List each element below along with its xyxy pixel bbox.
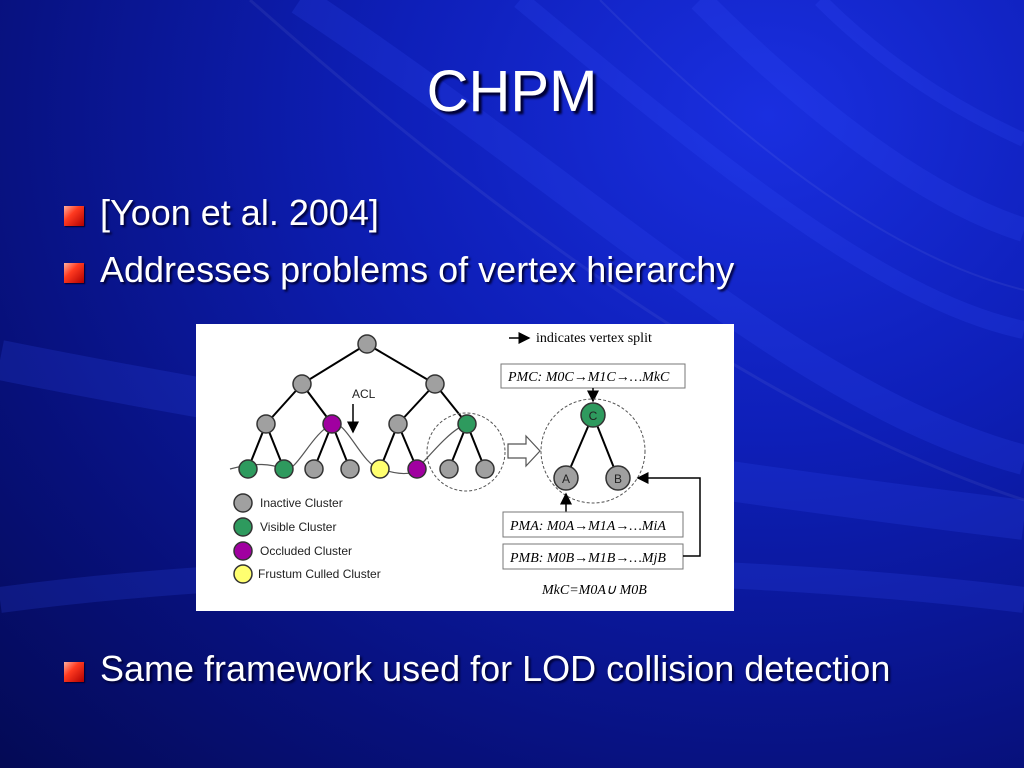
legend-label: Frustum Culled Cluster	[258, 567, 381, 581]
legend-label: Occluded Cluster	[260, 544, 352, 558]
node-a-label: A	[562, 472, 570, 486]
legend-swatch	[233, 564, 253, 584]
tree-node	[292, 374, 312, 394]
tree-node	[457, 414, 477, 434]
tree-node	[340, 459, 360, 479]
cluster-circle	[540, 398, 646, 504]
chpm-diagram: ACL Inactive Cluster Visib	[229, 331, 701, 598]
chpm-figure: ACL Inactive Cluster Visib	[196, 324, 734, 611]
tree-node	[388, 414, 408, 434]
legend-swatch	[233, 517, 253, 537]
tree-node	[425, 374, 445, 394]
slide-title: CHPM	[426, 59, 598, 124]
tree-node	[274, 459, 294, 479]
node-a	[553, 465, 579, 491]
bullet-square-icon	[64, 206, 84, 226]
pm-a-box	[502, 511, 684, 538]
legend-swatch	[233, 493, 253, 513]
tree-node	[407, 459, 427, 479]
selected-subtree-circle	[426, 412, 506, 492]
pm-b-connector-arrow-icon	[636, 472, 701, 557]
legend: Inactive Cluster Visible Cluster Occlude…	[233, 493, 381, 584]
pm-b-box	[502, 543, 684, 570]
acl-label: ACL	[352, 387, 376, 401]
pm-c-formula: PMC: M0C→M1C→…MkC	[507, 370, 670, 385]
node-c-label: C	[589, 409, 598, 423]
bullet-text: [Yoon et al. 2004]	[100, 192, 379, 233]
tree-node	[475, 459, 495, 479]
pm-b-formula: PMB: M0B→M1B→…MjB	[509, 551, 666, 566]
tree-node	[357, 334, 377, 354]
legend-swatch	[233, 541, 253, 561]
split-legend-label: indicates vertex split	[536, 331, 652, 346]
node-c	[580, 402, 606, 428]
legend-label: Inactive Cluster	[260, 496, 343, 510]
tree-node	[256, 414, 276, 434]
node-b-label: B	[614, 472, 622, 486]
bullet-text: Addresses problems of vertex hierarchy	[100, 249, 735, 290]
tree-node	[304, 459, 324, 479]
bullet-square-icon	[64, 263, 84, 283]
tree-node	[322, 414, 342, 434]
tree-edges	[247, 343, 486, 470]
tree-node	[439, 459, 459, 479]
tree-nodes	[238, 334, 495, 479]
pm-a-formula: PMA: M0A→M1A→…MiA	[509, 519, 666, 534]
tree-node	[238, 459, 258, 479]
bullet-text: Same framework used for LOD collision de…	[100, 648, 891, 689]
pm-c-box	[500, 363, 686, 389]
tree-node	[370, 459, 390, 479]
node-b	[605, 465, 631, 491]
transition-arrow-icon	[507, 434, 541, 468]
union-formula: MkC=M0A∪ M0B	[541, 583, 647, 598]
legend-label: Visible Cluster	[260, 520, 336, 534]
bullet-square-icon	[64, 662, 84, 682]
